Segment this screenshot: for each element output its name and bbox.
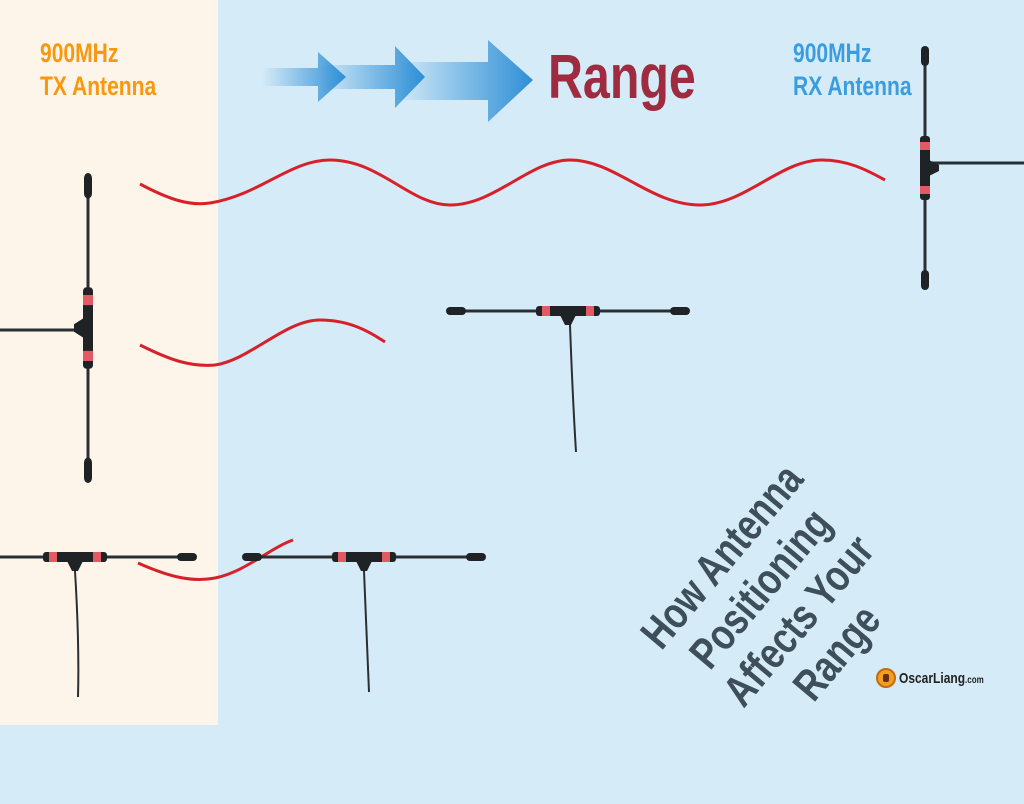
tx-frequency: 900MHz xyxy=(40,38,119,68)
logo-suffix: .com xyxy=(965,674,984,686)
oscarliang-logo: OscarLiang.com xyxy=(876,668,1005,688)
diagram-graphics xyxy=(0,40,1024,698)
range-label: Range xyxy=(548,43,696,112)
logo-icon xyxy=(876,668,896,688)
wave-medium xyxy=(139,318,386,367)
arrow-3 xyxy=(395,40,533,122)
signal-waves xyxy=(137,158,886,582)
arrow-1 xyxy=(262,52,346,102)
wave-strong xyxy=(139,158,886,207)
rx-antenna-horizontal xyxy=(240,550,488,693)
logo-name: OscarLiang xyxy=(899,669,966,687)
rx-frequency: 900MHz xyxy=(793,38,872,68)
tx-title: TX Antenna xyxy=(40,71,157,101)
tx-antenna-label: 900MHz TX Antenna xyxy=(40,37,156,103)
range-arrows xyxy=(262,40,533,122)
rx-antenna-label: 900MHz RX Antenna xyxy=(793,37,912,103)
tx-antenna-horizontal xyxy=(0,550,199,698)
rx-antenna-vertical xyxy=(918,44,1024,292)
rx-title: RX Antenna xyxy=(793,71,912,101)
antenna-horizontal-middle xyxy=(444,304,692,453)
tx-antenna-vertical xyxy=(0,171,95,485)
wave-weak xyxy=(137,538,294,582)
